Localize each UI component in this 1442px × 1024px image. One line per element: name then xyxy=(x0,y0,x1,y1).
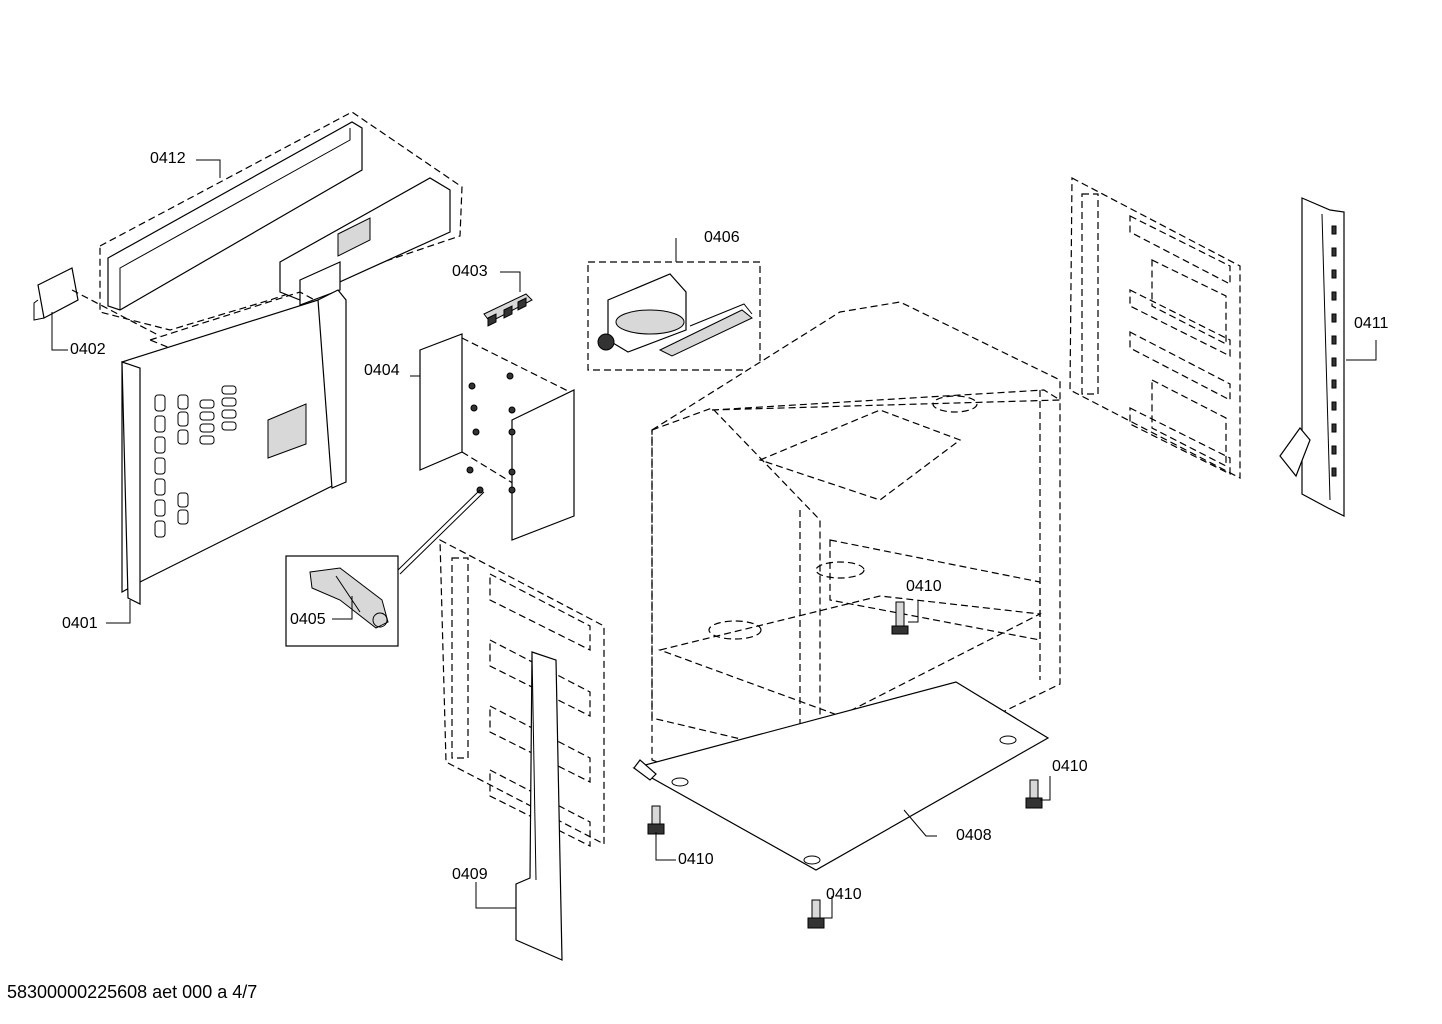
label-0411: 0411 xyxy=(1354,315,1389,332)
label-0410-front-right: 0410 xyxy=(826,886,862,903)
part-0403-drawing xyxy=(483,293,533,327)
leader-lines xyxy=(51,159,1377,919)
label-0404: 0404 xyxy=(364,362,400,379)
drawing-reference-footer: 58300000225608 aet 000 a 4/7 xyxy=(7,982,258,1002)
label-0405: 0405 xyxy=(290,611,326,628)
label-0410-rear-right: 0410 xyxy=(1052,758,1088,775)
part-0412-drawing xyxy=(99,111,463,331)
part-0410-feet-drawing xyxy=(647,601,1043,929)
part-0411-drawing xyxy=(1279,197,1345,517)
part-0406-drawing xyxy=(587,261,761,371)
part-0401-drawing xyxy=(121,289,347,605)
part-0405-drawing xyxy=(285,555,399,647)
label-0403: 0403 xyxy=(452,263,488,280)
part-0404-drawing xyxy=(289,333,575,575)
label-0410-front-left: 0410 xyxy=(678,851,714,868)
label-0401: 0401 xyxy=(62,615,98,632)
label-0406: 0406 xyxy=(704,229,740,246)
label-0402: 0402 xyxy=(70,341,106,358)
label-0409: 0409 xyxy=(452,866,488,883)
label-0410-center: 0410 xyxy=(906,578,942,595)
right-side-panel-drawing xyxy=(1069,177,1241,479)
label-0408: 0408 xyxy=(956,827,992,844)
part-0402-drawing xyxy=(33,267,161,337)
label-0412: 0412 xyxy=(150,150,186,167)
part-0409-drawing xyxy=(439,538,605,961)
part-0408-drawing xyxy=(632,681,1050,871)
cavity-frame-drawing xyxy=(651,301,1063,821)
